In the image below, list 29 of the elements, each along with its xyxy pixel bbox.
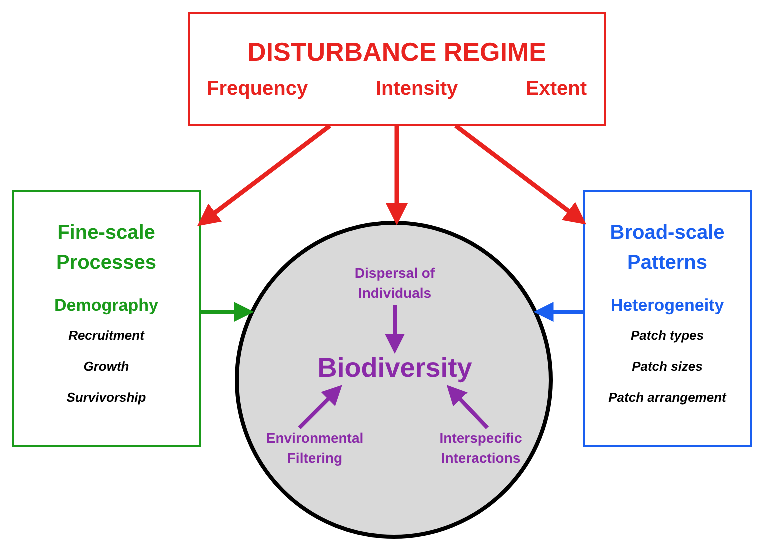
list-item: Recruitment [68, 328, 144, 343]
regime-factor: Extent [526, 78, 587, 101]
arrow [385, 305, 405, 354]
box-title: DISTURBANCE REGIME [247, 37, 546, 68]
list-item: Patch arrangement [608, 390, 726, 405]
process-box [583, 190, 752, 447]
process-box [12, 190, 201, 447]
box-title: Broad-scale Patterns [609, 221, 726, 276]
list-item: Patch types [631, 328, 704, 343]
box-subtitle: Heterogeneity [610, 296, 724, 316]
arrow [454, 124, 587, 225]
arrow [446, 385, 490, 430]
factor-label: Dispersal of Individuals [330, 263, 460, 305]
arrow [534, 302, 583, 322]
central-label: Biodiversity [300, 350, 490, 388]
arrow [201, 302, 254, 322]
arrow [197, 124, 332, 226]
list-item: Patch sizes [632, 359, 703, 374]
arrow [298, 385, 342, 430]
box-title: Fine-scale Processes [55, 221, 158, 276]
regime-factor: Frequency [207, 78, 308, 101]
regime-box [188, 12, 606, 126]
box-subtitle: Demography [54, 296, 158, 316]
list-item: Growth [84, 359, 130, 374]
factor-label: Interspecific Interactions [415, 428, 547, 470]
regime-factor: Intensity [376, 78, 458, 101]
list-item: Survivorship [66, 390, 146, 405]
factor-label: Environmental Filtering [245, 428, 385, 470]
arrow [386, 126, 408, 226]
